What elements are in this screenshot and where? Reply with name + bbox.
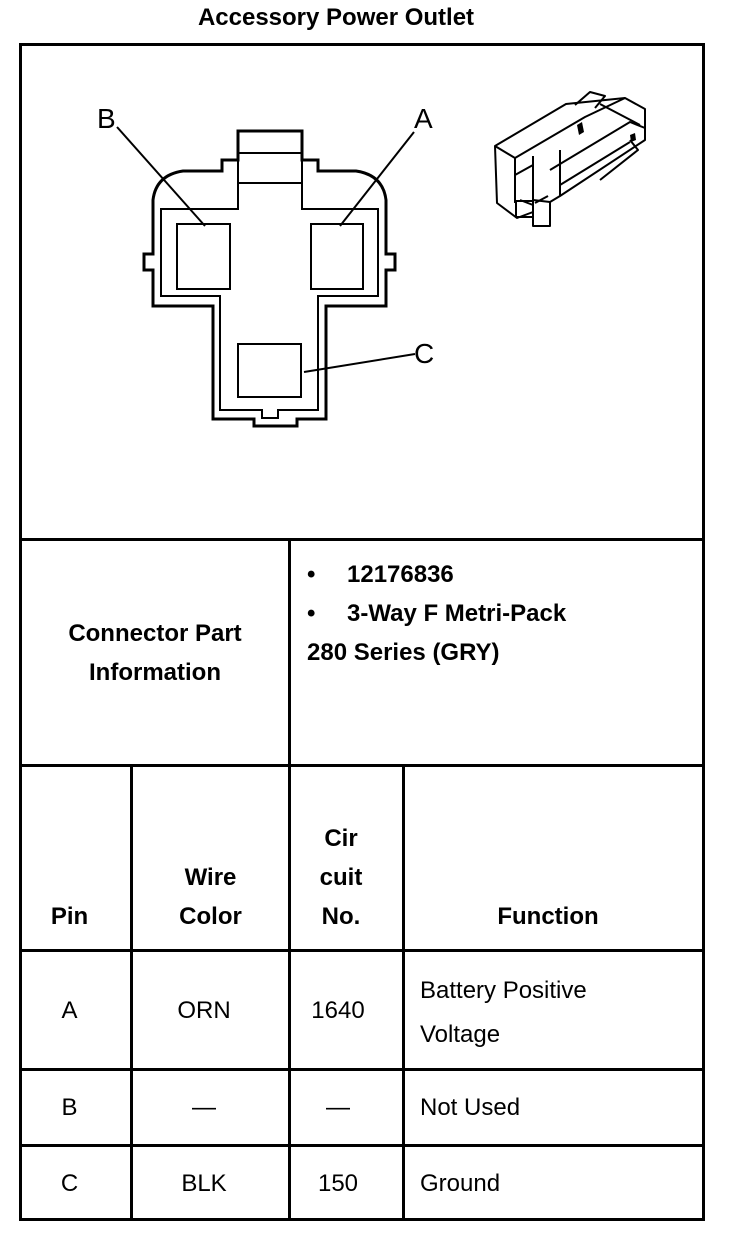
label-c: C xyxy=(414,338,434,369)
page-title: Accessory Power Outlet xyxy=(197,4,475,31)
cavity-a xyxy=(310,223,364,290)
wire-color-cell: — xyxy=(192,1094,216,1121)
wire-color-cell: ORN xyxy=(177,997,231,1024)
divider-diagram xyxy=(19,538,705,541)
pin-cell: B xyxy=(61,1094,78,1121)
wire-color-cell: BLK xyxy=(181,1170,227,1197)
divider-row-a xyxy=(19,1068,705,1071)
connector-sheet-frame xyxy=(19,43,705,1221)
connector-isometric-illustration xyxy=(494,91,646,227)
divider-column-2 xyxy=(288,764,291,1221)
divider-header xyxy=(19,949,705,952)
function-cell: Battery Positive Voltage xyxy=(420,977,587,1048)
leader-line-b xyxy=(116,126,206,227)
part-info-values: •12176836 •3-Way F Metri-Pack 280 Series… xyxy=(307,555,697,672)
connector-latch xyxy=(237,152,303,183)
pin-cell: C xyxy=(60,1170,79,1197)
function-cell: Not Used xyxy=(420,1094,521,1121)
circuit-cell: 150 xyxy=(317,1170,359,1197)
cavity-c xyxy=(237,343,302,398)
circuit-cell: — xyxy=(326,1094,350,1121)
divider-column-1 xyxy=(130,764,133,1221)
divider-part-info xyxy=(19,764,705,767)
part-description-line: •3-Way F Metri-Pack xyxy=(307,600,567,627)
label-b: B xyxy=(97,103,116,134)
divider-part-info-column xyxy=(288,538,291,767)
header-circuit-number: Cir cuit No. xyxy=(319,825,363,930)
circuit-cell: 1640 xyxy=(311,997,365,1024)
pin-cell: A xyxy=(61,997,78,1024)
header-function: Function xyxy=(497,903,599,930)
divider-row-b xyxy=(19,1144,705,1147)
leader-line-a xyxy=(339,131,415,227)
header-pin: Pin xyxy=(50,903,89,930)
divider-column-3 xyxy=(402,764,405,1221)
part-info-label: Connector Part Information xyxy=(68,620,242,686)
label-a: A xyxy=(414,103,433,134)
part-number-line: •12176836 xyxy=(307,561,454,588)
connector-face-diagram: B A C xyxy=(97,91,646,428)
connector-body-outline xyxy=(142,129,397,428)
header-wire-color: Wire Color xyxy=(179,864,242,930)
function-cell: Ground xyxy=(420,1170,501,1197)
cavity-b xyxy=(176,223,231,290)
leader-line-c xyxy=(303,353,416,373)
